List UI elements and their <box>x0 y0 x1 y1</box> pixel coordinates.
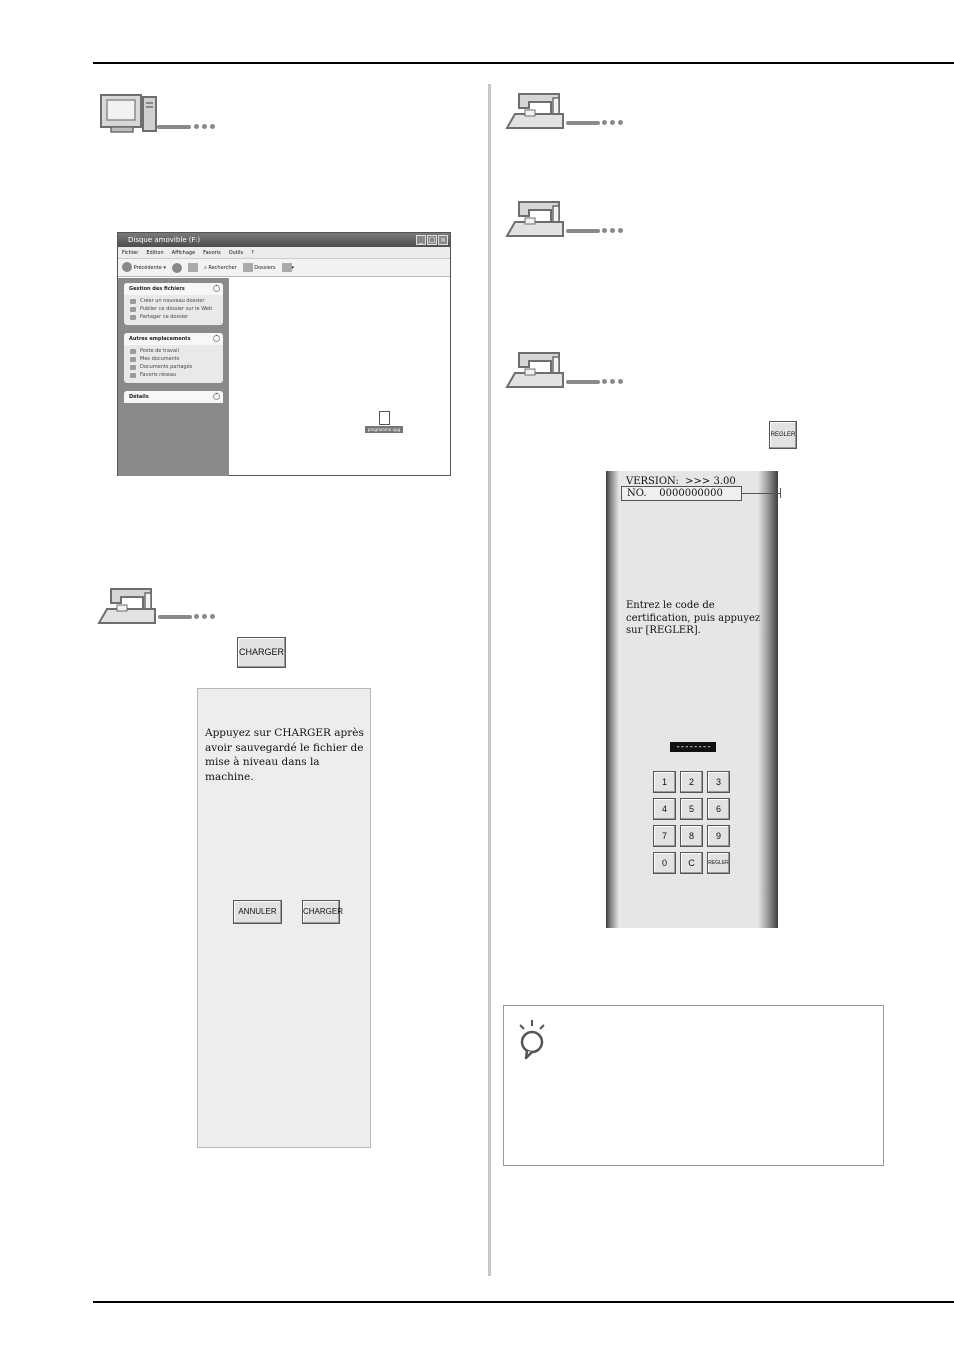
task-item-share[interactable]: Partager ce dossier <box>124 313 223 321</box>
menu-help[interactable]: ? <box>251 250 254 256</box>
bottom-rule <box>93 1301 954 1303</box>
window-title: Disque amovible (F:) <box>128 236 201 244</box>
key-8[interactable]: 8 <box>680 825 703 847</box>
computer-step-icon <box>99 93 161 140</box>
key-2[interactable]: 2 <box>680 771 703 793</box>
callout-tick <box>780 488 781 498</box>
certification-instruction: Entrez le code de certification, puis ap… <box>626 600 761 636</box>
task-item-publish[interactable]: Publier ce dossier sur le Web <box>124 305 223 313</box>
search-button[interactable]: ⌕ Rechercher <box>203 264 237 271</box>
charger-button[interactable]: CHARGER <box>237 637 286 668</box>
version-label: VERSION: >>> 3.00 <box>626 476 736 487</box>
charger-screen-button[interactable]: CHARGER <box>302 900 343 924</box>
collapse-icon[interactable]: ˄ <box>213 335 220 342</box>
folders-icon <box>242 262 253 272</box>
views-icon <box>281 262 292 272</box>
place-item-shared-documents[interactable]: Documents partagés <box>124 363 223 371</box>
folder-up-icon[interactable] <box>187 263 198 272</box>
explorer-window: Disque amovible (F:) _ □ × Fichier Editi… <box>117 232 451 476</box>
minimize-icon[interactable]: _ <box>416 235 426 245</box>
step-leader-line <box>566 229 600 233</box>
machine-step-icon <box>505 88 571 137</box>
step-leader-line <box>566 380 600 384</box>
step-leader-dots <box>194 614 215 619</box>
step-leader-line <box>158 615 192 619</box>
task-item-new-folder[interactable]: Créer un nouveau dossier <box>124 297 223 305</box>
key-1[interactable]: 1 <box>653 771 676 793</box>
back-arrow-icon <box>122 262 132 272</box>
collapse-icon[interactable]: ˄ <box>213 285 220 292</box>
explorer-toolbar: Précédente ▾ ⌕ Rechercher Dossiers ▾ <box>118 259 450 277</box>
charger-message: Appuyez sur CHARGER après avoir sauvegar… <box>205 727 364 783</box>
note-icon <box>515 1018 549 1065</box>
top-rule <box>93 62 954 64</box>
file-label: programme.upg <box>365 426 403 433</box>
menu-favoris[interactable]: Favoris <box>203 250 221 256</box>
file-tasks-panel: Gestion des fichiers ˄ Créer un nouveau d… <box>124 283 223 325</box>
charger-screen: Appuyez sur CHARGER après avoir sauvegar… <box>197 688 371 1148</box>
file-tasks-header: Gestion des fichiers <box>129 286 185 292</box>
step-leader-dots <box>602 228 623 233</box>
back-button[interactable]: Précédente ▾ <box>122 259 166 277</box>
menu-affichage[interactable]: Affichage <box>171 250 196 256</box>
explorer-titlebar: Disque amovible (F:) _ □ × <box>118 233 450 247</box>
close-icon[interactable]: × <box>438 235 448 245</box>
step-leader-line <box>157 125 191 129</box>
step-leader-dots <box>194 124 215 129</box>
machine-step-icon <box>505 196 571 245</box>
folders-button[interactable]: Dossiers <box>242 259 276 277</box>
sewing-machine-icon <box>97 588 156 624</box>
certification-screen: VERSION: >>> 3.00 NO. 0000000000 Entrez … <box>606 471 778 928</box>
other-places-header: Autres emplacements <box>129 336 191 342</box>
explorer-task-pane: Gestion des fichiers ˄ Créer un nouveau d… <box>118 278 229 476</box>
sewing-machine-icon <box>505 201 564 237</box>
key-4[interactable]: 4 <box>653 798 676 820</box>
sewing-machine-icon <box>505 93 564 129</box>
views-button[interactable]: ▾ <box>281 259 294 277</box>
key-6[interactable]: 6 <box>707 798 730 820</box>
expand-icon[interactable]: ˅ <box>213 393 220 400</box>
machine-step-icon <box>505 347 571 396</box>
annuler-button[interactable]: ANNULER <box>233 900 282 924</box>
sewing-machine-icon <box>505 352 564 388</box>
search-label: Rechercher <box>208 264 237 271</box>
key-clear[interactable]: C <box>680 852 703 874</box>
computer-icon <box>100 94 157 133</box>
key-5[interactable]: 5 <box>680 798 703 820</box>
menu-outils[interactable]: Outils <box>228 250 244 256</box>
place-item-my-computer[interactable]: Poste de travail <box>124 347 223 355</box>
explorer-menubar: Fichier Edition Affichage Favoris Outils… <box>118 247 450 259</box>
note-box <box>503 1005 884 1166</box>
regler-button[interactable]: REGLER <box>769 421 797 449</box>
back-label: Précédente <box>133 264 162 271</box>
machine-step-icon <box>97 583 163 632</box>
serial-number: NO. 0000000000 <box>621 486 742 501</box>
step-leader-line <box>566 121 600 125</box>
lightbulb-icon <box>519 1020 545 1060</box>
menu-fichier[interactable]: Fichier <box>122 250 139 256</box>
callout-line <box>742 493 780 494</box>
menu-edition[interactable]: Edition <box>146 250 164 256</box>
key-regler[interactable]: REGLER <box>707 852 730 874</box>
place-item-my-documents[interactable]: Mes documents <box>124 355 223 363</box>
other-places-panel: Autres emplacements ˄ Poste de travail Me… <box>124 333 223 383</box>
step-leader-dots <box>602 379 623 384</box>
upgrade-file[interactable]: programme.upg <box>365 411 403 433</box>
column-divider <box>488 84 491 1276</box>
certification-code-input[interactable]: -------- <box>670 742 716 752</box>
folders-label: Dossiers <box>254 264 276 271</box>
step-leader-dots <box>602 120 623 125</box>
key-7[interactable]: 7 <box>653 825 676 847</box>
key-0[interactable]: 0 <box>653 852 676 874</box>
file-icon <box>378 411 390 425</box>
key-3[interactable]: 3 <box>707 771 730 793</box>
maximize-icon[interactable]: □ <box>427 235 437 245</box>
details-panel: Détails ˅ <box>124 391 223 403</box>
key-9[interactable]: 9 <box>707 825 730 847</box>
details-header: Détails <box>129 394 149 400</box>
forward-arrow-icon[interactable] <box>171 262 182 273</box>
place-item-network[interactable]: Favoris réseau <box>124 371 223 379</box>
